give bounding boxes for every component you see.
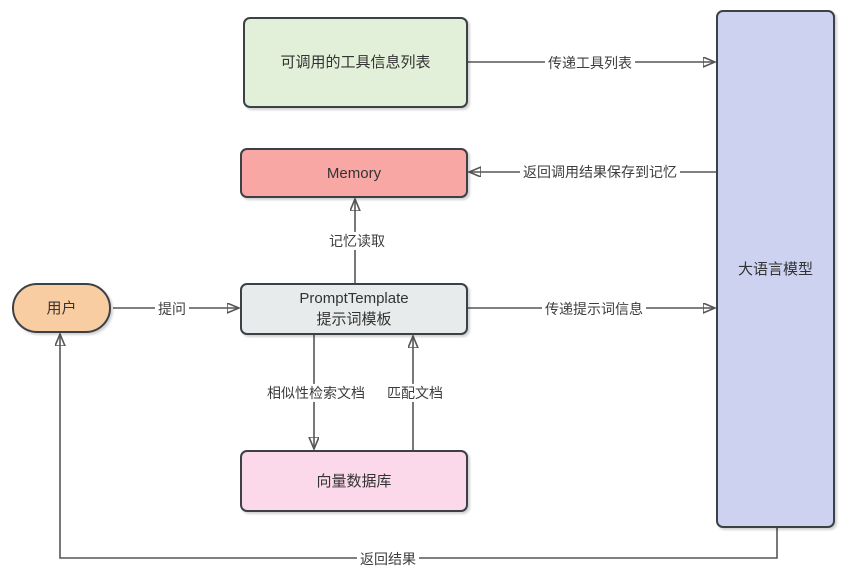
edge-label-pass-prompt: 传递提示词信息 bbox=[542, 299, 646, 319]
node-tools-list: 可调用的工具信息列表 bbox=[243, 17, 468, 108]
edge-label-pass-tools: 传递工具列表 bbox=[545, 53, 635, 73]
node-memory-label: Memory bbox=[326, 164, 382, 182]
node-llm: 大语言模型 bbox=[716, 10, 835, 528]
node-prompt-template-label-en: PromptTemplate bbox=[299, 290, 409, 307]
edge-label-match-docs: 匹配文档 bbox=[384, 383, 446, 403]
node-memory: Memory bbox=[240, 148, 468, 198]
edge-label-save-memory: 返回调用结果保存到记忆 bbox=[520, 162, 680, 182]
edge-return-result bbox=[60, 335, 778, 559]
node-prompt-template-label-zh: 提示词模板 bbox=[316, 311, 392, 328]
node-tools-list-label: 可调用的工具信息列表 bbox=[280, 54, 431, 71]
node-llm-label: 大语言模型 bbox=[737, 260, 813, 278]
node-prompt-template: PromptTemplate 提示词模板 bbox=[240, 283, 468, 335]
edge-label-memory-read: 记忆读取 bbox=[326, 231, 388, 251]
edge-label-similarity-search: 相似性检索文档 bbox=[264, 383, 368, 403]
node-user-label: 用户 bbox=[46, 299, 77, 317]
edge-label-return-result: 返回结果 bbox=[357, 549, 419, 569]
node-user: 用户 bbox=[12, 283, 111, 333]
edge-label-ask: 提问 bbox=[155, 299, 189, 319]
node-vector-database-label: 向量数据库 bbox=[316, 472, 392, 490]
node-vector-database: 向量数据库 bbox=[240, 450, 468, 512]
